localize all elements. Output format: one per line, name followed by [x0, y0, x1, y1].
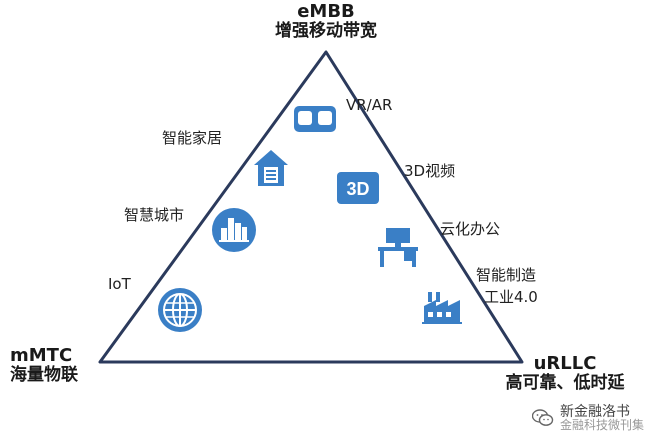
label-smart-manufacturing: 智能制造: [476, 266, 537, 284]
vertex-left-title: mMTC: [10, 345, 73, 366]
vertex-left-label: mMTC 海量物联: [10, 346, 120, 384]
watermark-text: 新金融洛书: [559, 403, 630, 420]
wechat-icon: [531, 409, 554, 427]
label-iot: IoT: [108, 275, 131, 293]
label-smart-home: 智能家居: [162, 129, 223, 147]
label-3d-video: 3D视频: [404, 162, 456, 180]
vertex-top-subtitle: 增强移动带宽: [275, 20, 377, 41]
3d-video-icon: 3D: [337, 172, 379, 204]
cloud-office-desk-icon: [378, 228, 418, 267]
smart-home-icon: [254, 150, 288, 186]
label-smart-city: 智慧城市: [124, 206, 185, 224]
factory-icon: [422, 292, 462, 324]
vertex-left-subtitle: 海量物联: [10, 364, 78, 385]
label-cloud-office: 云化办公: [440, 220, 501, 238]
triangle-outline: [98, 50, 524, 364]
smart-city-icon: [212, 208, 256, 252]
globe-icon: [158, 288, 202, 332]
vertex-right-title: uRLLC: [533, 353, 597, 374]
watermark-text-sub: 金融科技微刊集: [559, 418, 644, 433]
vr-glasses-icon: [294, 106, 336, 132]
vertex-top-label: eMBB 增强移动带宽: [236, 2, 416, 40]
label-industry-4: 工业4.0: [484, 288, 538, 306]
vertex-right-subtitle: 高可靠、低时延: [505, 372, 625, 393]
vertex-right-label: uRLLC 高可靠、低时延: [490, 354, 640, 392]
svg-text:3D: 3D: [346, 179, 369, 199]
label-vr-ar: VR/AR: [346, 96, 393, 114]
vertex-top-title: eMBB: [297, 1, 355, 22]
watermark: 新金融洛书 金融科技微刊集: [531, 403, 644, 433]
